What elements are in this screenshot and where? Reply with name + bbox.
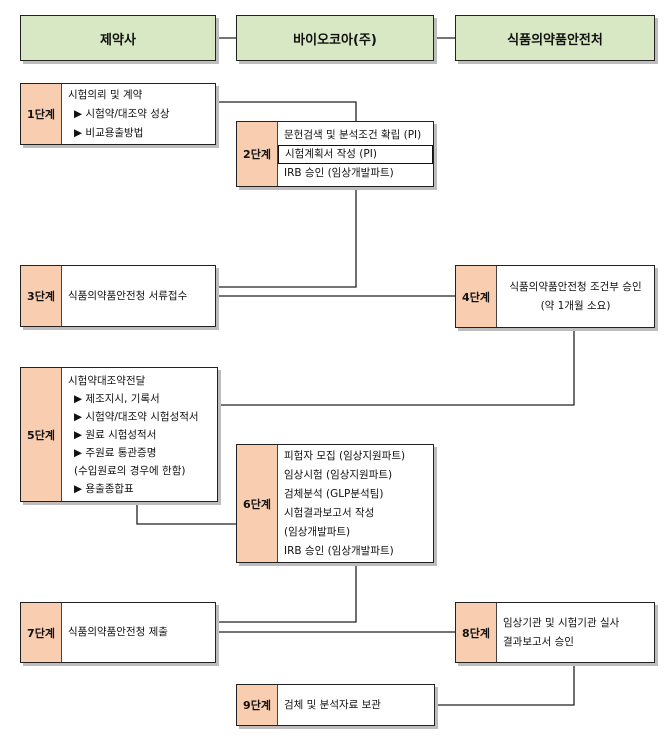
stage-2-label: 2단계 [237, 122, 278, 186]
header-pharma: 제약사 [20, 15, 216, 61]
stage-4-line: 식품의약품안전청 조건부 승인 [509, 280, 642, 293]
stage-6-line: 시험결과보고서 작성 [284, 506, 375, 519]
stage-4-box: 4단계 식품의약품안전청 조건부 승인 (약 1개월 소요) [455, 265, 655, 328]
stage-1-line: 시험의뢰 및 계약 [68, 88, 143, 101]
stage-7-line: 식품의약품안전청 제출 [68, 626, 168, 638]
header-pharma-label: 제약사 [100, 32, 136, 48]
stage-2-line: IRB 승인 (임상개발파트) [284, 166, 394, 179]
stage-6-line: 검체분석 (GLP분석팀) [284, 487, 384, 500]
stage-3-label: 3단계 [21, 266, 62, 326]
stage-3-line: 식품의약품안전청 서류접수 [68, 289, 188, 302]
stage-4-body: 식품의약품안전청 조건부 승인 (약 1개월 소요) [497, 266, 654, 327]
stage-9-body: 검체 및 분석자료 보관 [278, 685, 434, 725]
stage-9-label: 9단계 [237, 685, 278, 725]
header-mfds: 식품의약품안전처 [455, 15, 655, 61]
stage-9-line: 검체 및 분석자료 보관 [284, 698, 381, 711]
stage-9-box: 9단계 검체 및 분석자료 보관 [236, 684, 435, 726]
stage-2-line-highlight: 시험계획서 작성 (PI) [278, 144, 433, 164]
header-biocore-label: 바이오코아(주) [293, 32, 377, 48]
stage-6-line: (임상개발파트) [284, 525, 351, 538]
stage-3-body: 식품의약품안전청 서류접수 [62, 266, 215, 326]
stage-8-line: 결과보고서 승인 [503, 635, 574, 648]
stage-8-body: 임상기관 및 시험기관 실사 결과보고서 승인 [497, 603, 654, 662]
header-mfds-label: 식품의약품안전처 [507, 32, 603, 48]
stage-1-line: ▶ 비교용출방법 [74, 126, 144, 139]
stage-6-line: IRB 승인 (임상개발파트) [284, 544, 394, 557]
stage-1-line: ▶ 시험약/대조약 성상 [74, 107, 170, 120]
stage-2-body: 문헌검색 및 분석조건 확립 (PI) 시험계획서 작성 (PI) IRB 승인… [278, 122, 433, 186]
stage-4-label: 4단계 [456, 266, 497, 327]
header-biocore: 바이오코아(주) [236, 15, 434, 61]
stage-1-box: 1단계 시험의뢰 및 계약 ▶ 시험약/대조약 성상 ▶ 비교용출방법 [20, 83, 216, 145]
stage-6-label: 6단계 [237, 445, 278, 562]
stage-3-box: 3단계 식품의약품안전청 서류접수 [20, 265, 216, 327]
stage-5-body: 시험약대조약전달 ▶ 제조지시, 기록서 ▶ 시험약/대조약 시험성적서 ▶ 원… [62, 368, 217, 501]
stage-8-label: 8단계 [456, 603, 497, 662]
stage-5-box: 5단계 시험약대조약전달 ▶ 제조지시, 기록서 ▶ 시험약/대조약 시험성적서… [20, 367, 218, 502]
stage-5-line: (수입원료의 경우에 한함) [74, 464, 186, 477]
stage-5-line: ▶ 주원료 통관증명 [74, 446, 157, 459]
stage-6-body: 피험자 모집 (임상지원파트) 임상시험 (임상지원파트) 검체분석 (GLP분… [278, 445, 433, 562]
stage-6-line: 임상시험 (임상지원파트) [284, 468, 393, 481]
stage-7-box: 7단계 식품의약품안전청 제출 [20, 602, 216, 663]
stage-5-line: 시험약대조약전달 [68, 374, 146, 387]
stage-6-box: 6단계 피험자 모집 (임상지원파트) 임상시험 (임상지원파트) 검체분석 (… [236, 444, 434, 563]
stage-5-label: 5단계 [21, 368, 62, 501]
stage-6-line: 피험자 모집 (임상지원파트) [284, 449, 406, 462]
stage-2-box: 2단계 문헌검색 및 분석조건 확립 (PI) 시험계획서 작성 (PI) IR… [236, 121, 434, 187]
stage-7-body: 식품의약품안전청 제출 [62, 603, 215, 662]
stage-7-label: 7단계 [21, 603, 62, 662]
stage-8-line: 임상기관 및 시험기관 실사 [503, 616, 620, 629]
stage-2-line: 문헌검색 및 분석조건 확립 (PI) [284, 128, 422, 141]
stage-5-line: ▶ 시험약/대조약 시험성적서 [74, 410, 199, 423]
stage-8-box: 8단계 임상기관 및 시험기관 실사 결과보고서 승인 [455, 602, 655, 663]
stage-1-body: 시험의뢰 및 계약 ▶ 시험약/대조약 성상 ▶ 비교용출방법 [62, 84, 215, 144]
stage-1-label: 1단계 [21, 84, 62, 144]
stage-4-line: (약 1개월 소요) [540, 299, 611, 312]
stage-5-line: ▶ 원료 시험성적서 [74, 428, 157, 441]
stage-5-line: ▶ 제조지시, 기록서 [74, 392, 160, 405]
stage-5-line: ▶ 용출종합표 [74, 482, 134, 495]
